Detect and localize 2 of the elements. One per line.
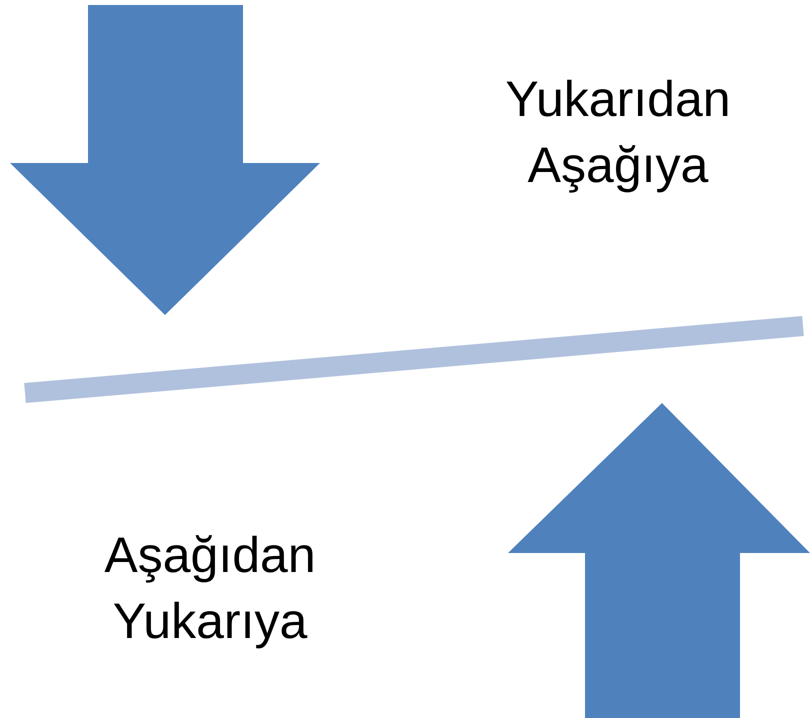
label-text: Yukarıdan Aşağıya bbox=[504, 70, 732, 195]
label-text: Aşağıdan Yukarıya bbox=[103, 526, 317, 651]
